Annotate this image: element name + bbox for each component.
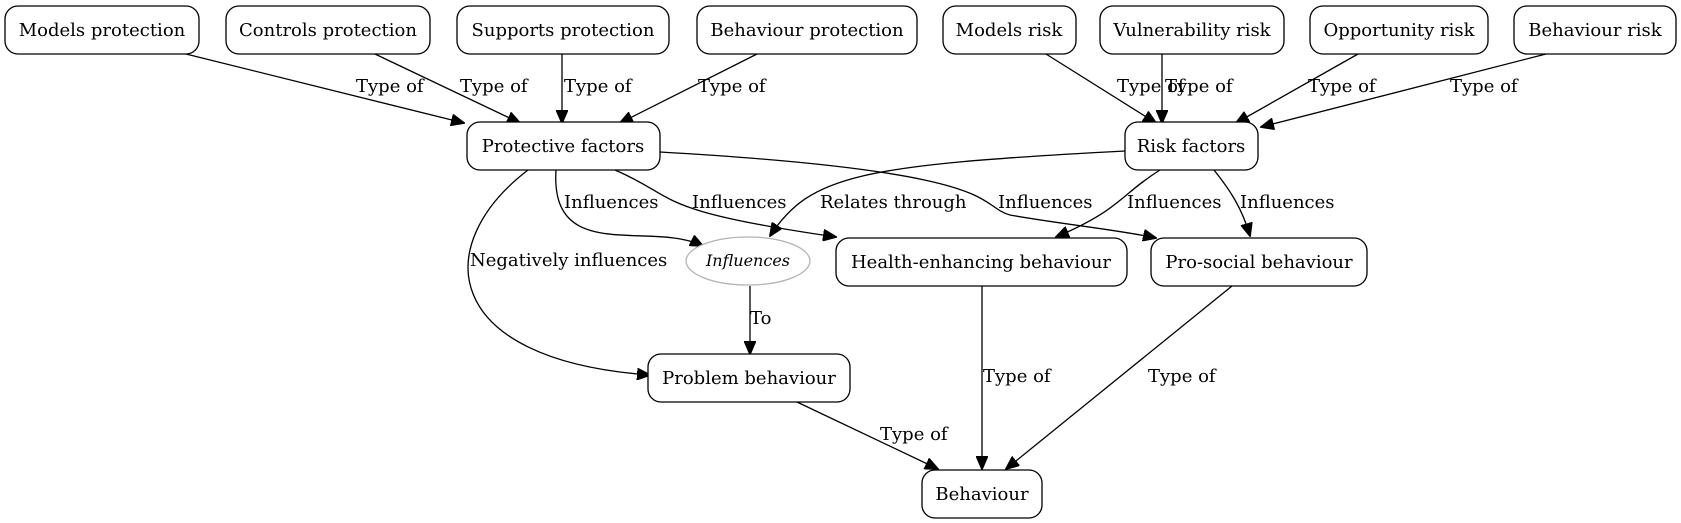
node-label: Protective factors (482, 136, 644, 157)
edge-models-protection-to-protective-factors (185, 53, 464, 123)
edges (185, 53, 1547, 469)
node-label: Behaviour protection (710, 20, 904, 41)
edge-risk-factors-to-pro-social (1213, 169, 1250, 236)
edge-problem-behaviour-to-behaviour (796, 401, 938, 469)
node-label: Behaviour risk (1528, 20, 1662, 41)
node-label: Pro-social behaviour (1165, 252, 1353, 273)
label-protective-influences-prosocial: Influences (998, 192, 1093, 213)
node-supports-protection: Supports protection (456, 5, 670, 55)
node-protective-factors: Protective factors (466, 121, 661, 171)
label-influences-to: To (750, 308, 771, 329)
nodes: Models protection Controls protection Su… (4, 5, 1677, 519)
label-risk-relates-through: Relates through (820, 192, 967, 213)
edge-behaviour-protection-to-protective-factors (620, 53, 758, 123)
label-controls-protection-type-of: Type of (460, 76, 529, 97)
node-opportunity-risk: Opportunity risk (1309, 5, 1489, 55)
label-behaviour-protection-type-of: Type of (698, 76, 767, 97)
node-label: Controls protection (239, 20, 417, 41)
edge-protective-factors-to-pro-social (659, 151, 1156, 238)
node-pro-social-behaviour: Pro-social behaviour (1150, 237, 1368, 287)
label-pro-social-type-of: Type of (1148, 366, 1217, 387)
edge-models-risk-to-risk-factors (1045, 53, 1156, 123)
label-problem-behaviour-type-of: Type of (880, 424, 949, 445)
node-label: Opportunity risk (1323, 20, 1475, 41)
node-label: Influences (705, 251, 790, 270)
node-label: Behaviour (935, 484, 1029, 505)
node-label: Health-enhancing behaviour (851, 252, 1111, 273)
label-protective-influences-hub: Influences (564, 192, 659, 213)
label-health-enhancing-type-of: Type of (983, 366, 1052, 387)
node-problem-behaviour: Problem behaviour (647, 353, 851, 403)
node-label: Risk factors (1137, 136, 1246, 157)
label-protective-influences-health: Influences (692, 192, 787, 213)
label-models-risk-type-of: Type of (1117, 76, 1186, 97)
label-vulnerability-risk-type-of: Type of (1165, 76, 1234, 97)
edge-behaviour-risk-to-risk-factors (1261, 53, 1547, 127)
edge-protective-factors-to-influences (555, 169, 703, 246)
edge-controls-protection-to-protective-factors (374, 53, 520, 123)
label-behaviour-risk-type-of: Type of (1450, 76, 1519, 97)
edge-risk-factors-to-influences (770, 150, 1126, 236)
node-influences-hub: Influences (685, 236, 811, 286)
node-label: Problem behaviour (662, 368, 836, 389)
node-models-protection: Models protection (4, 5, 200, 55)
node-behaviour-risk: Behaviour risk (1513, 5, 1677, 55)
edge-risk-factors-to-health-enhancing (1056, 169, 1161, 237)
node-models-risk: Models risk (942, 5, 1077, 55)
node-behaviour-protection: Behaviour protection (696, 5, 918, 55)
label-opportunity-risk-type-of: Type of (1308, 76, 1377, 97)
node-risk-factors: Risk factors (1124, 121, 1259, 171)
edge-opportunity-risk-to-risk-factors (1236, 53, 1359, 123)
node-vulnerability-risk: Vulnerability risk (1099, 5, 1285, 55)
label-risk-influences-health: Influences (1127, 192, 1222, 213)
label-models-protection-type-of: Type of (356, 76, 425, 97)
node-controls-protection: Controls protection (225, 5, 431, 55)
node-label: Models protection (19, 20, 186, 41)
label-supports-protection-type-of: Type of (564, 76, 633, 97)
edge-protective-factors-to-problem-behaviour (467, 169, 650, 375)
node-health-enhancing-behaviour: Health-enhancing behaviour (835, 237, 1128, 287)
node-label: Models risk (956, 20, 1064, 41)
node-behaviour: Behaviour (921, 469, 1043, 519)
edge-labels: Type of Type of Type of Type of Type of … (356, 76, 1519, 445)
node-label: Vulnerability risk (1112, 20, 1271, 41)
label-negatively-influences: Negatively influences (470, 250, 667, 271)
node-label: Supports protection (472, 20, 655, 41)
edge-pro-social-to-behaviour (1006, 285, 1233, 469)
label-risk-influences-prosocial: Influences (1240, 192, 1335, 213)
